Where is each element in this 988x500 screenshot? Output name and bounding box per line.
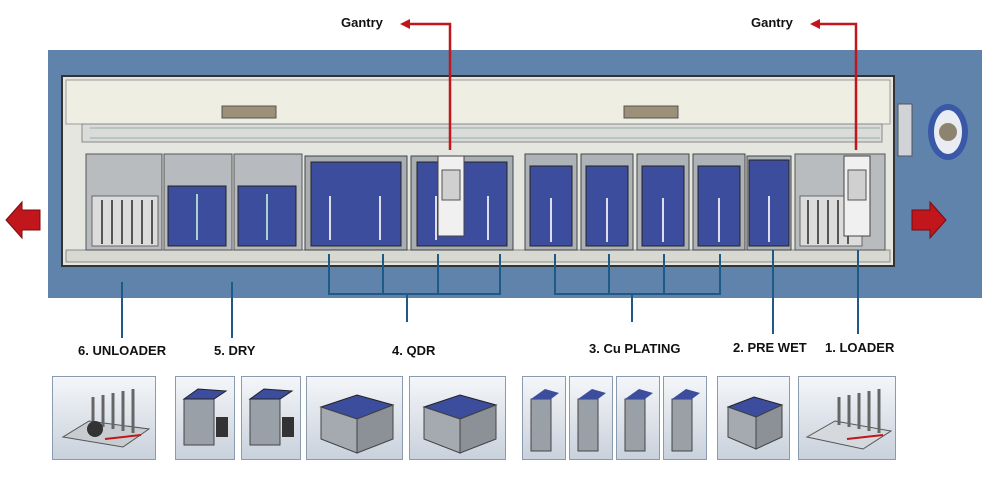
thumbnail-unloader bbox=[52, 376, 156, 460]
bracket-qdr bbox=[328, 254, 501, 295]
thumbnail-qdr-2 bbox=[409, 376, 506, 460]
lower-rail bbox=[65, 249, 891, 263]
thumbnail-cu-plating-1 bbox=[522, 376, 566, 460]
thumbnail-qdr-1 bbox=[306, 376, 403, 460]
gantry-arrow-right-head bbox=[810, 19, 820, 29]
station-label-pre-wet: 2. PRE WET bbox=[733, 340, 807, 355]
thumbnail-cu-plating-3 bbox=[616, 376, 660, 460]
dry-station bbox=[163, 153, 303, 251]
loader-station bbox=[794, 153, 886, 251]
gantry-track bbox=[81, 123, 883, 143]
pre-wet-station bbox=[746, 155, 792, 251]
upper-rail bbox=[65, 79, 891, 125]
station-label-cu-plating: 3. Cu PLATING bbox=[589, 341, 681, 356]
station-label-qdr: 4. QDR bbox=[392, 343, 436, 358]
gantry-arrow-left-head bbox=[400, 19, 410, 29]
gantry-carriage-right bbox=[843, 155, 871, 237]
station-label-loader: 1. LOADER bbox=[825, 340, 895, 355]
thumbnail-dry-1 bbox=[175, 376, 235, 460]
gantry-label-right: Gantry bbox=[751, 15, 793, 30]
thumbnail-pre-wet bbox=[717, 376, 790, 460]
thumbnail-dry-2 bbox=[241, 376, 301, 460]
gantry-arrow-right bbox=[818, 22, 858, 150]
thumbnail-loader bbox=[798, 376, 896, 460]
station-label-unloader: 6. UNLOADER bbox=[78, 343, 167, 358]
thumbnail-cu-plating-2 bbox=[569, 376, 613, 460]
operator-icon bbox=[897, 103, 968, 160]
rail-window-left bbox=[221, 105, 277, 119]
rail-window-right bbox=[623, 105, 679, 119]
unloader-station bbox=[85, 153, 163, 251]
exit-arrow-icon bbox=[5, 200, 41, 240]
entry-arrow-icon bbox=[911, 200, 947, 240]
bracket-cu-plating bbox=[554, 254, 721, 295]
station-label-dry: 5. DRY bbox=[214, 343, 256, 358]
gantry-carriage-left bbox=[437, 155, 465, 237]
cu-plating-station bbox=[524, 153, 746, 251]
gantry-arrow-left bbox=[408, 22, 452, 150]
qdr-station bbox=[304, 155, 514, 251]
thumbnail-cu-plating-4 bbox=[663, 376, 707, 460]
gantry-label-left: Gantry bbox=[341, 15, 383, 30]
